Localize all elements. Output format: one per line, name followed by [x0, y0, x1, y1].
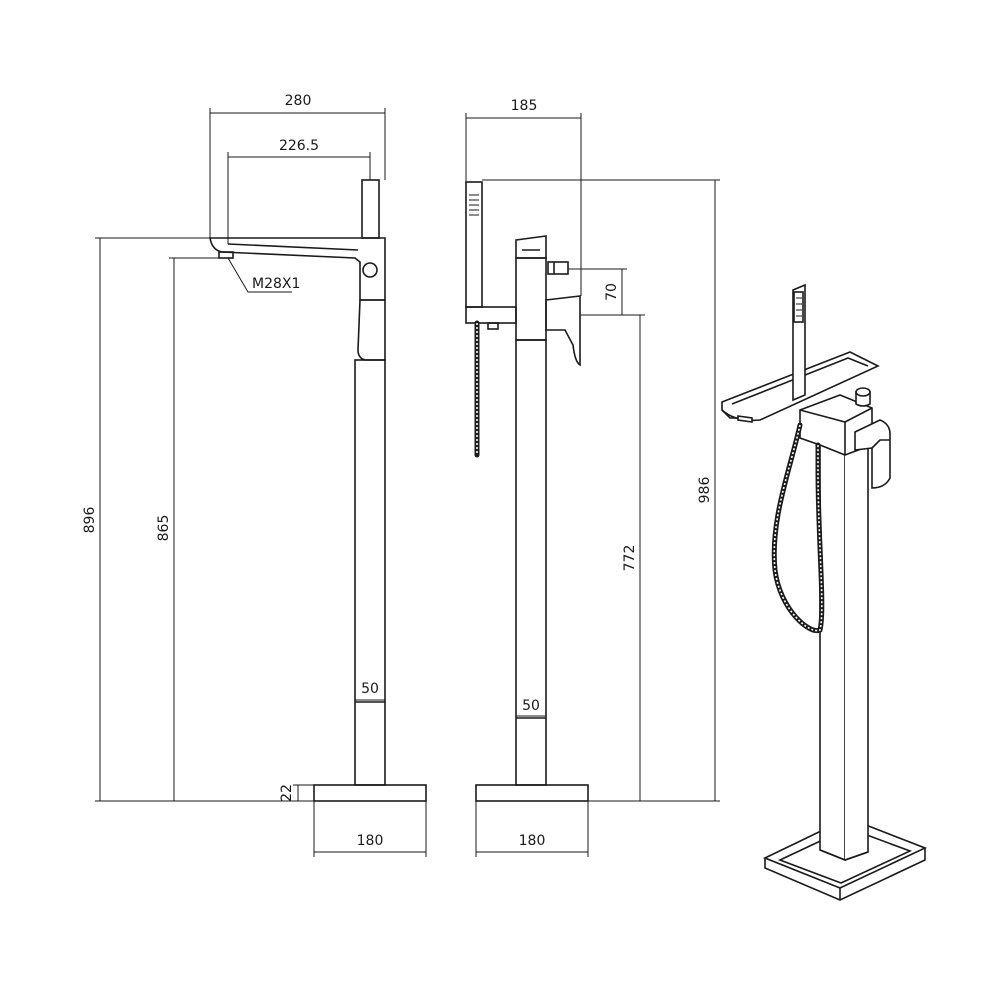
- iso-column: [819, 438, 846, 862]
- dim-side-height-total: 986: [697, 477, 713, 504]
- isometric-view: [721, 283, 928, 901]
- dim-side-handle-offset: 70: [604, 283, 620, 301]
- side-hand-shower: [465, 181, 483, 308]
- dim-front-height-total: 896: [82, 507, 98, 534]
- iso-hose: [771, 422, 825, 634]
- iso-handle: [854, 419, 891, 489]
- dim-front-width-total: 280: [285, 93, 312, 109]
- front-base: [313, 784, 427, 802]
- dim-side-height-handle: 772: [622, 545, 638, 572]
- dim-side-width-total: 185: [511, 98, 538, 114]
- front-pipe: [354, 359, 386, 786]
- front-diverter-knob: [362, 262, 378, 278]
- side-view: 185 70 986 772 50 180: [465, 98, 720, 857]
- iso-hand-shower: [792, 283, 806, 402]
- side-diverter: [547, 261, 569, 275]
- thread-spec: M28X1: [252, 276, 300, 292]
- shower-nozzle-grid: [469, 194, 479, 216]
- dim-front-width-spout: 226.5: [279, 138, 319, 154]
- front-view: 280 226.5 M28X1 896 865 50 22 180: [82, 93, 427, 857]
- front-hand-shower: [361, 179, 380, 239]
- dim-front-height-spout: 865: [156, 515, 172, 542]
- dim-side-base-width: 180: [519, 833, 546, 849]
- dim-front-base-height: 22: [279, 784, 295, 802]
- dim-front-base-width: 180: [357, 833, 384, 849]
- side-base: [475, 784, 589, 802]
- side-spout: [515, 235, 547, 259]
- side-handle: [545, 295, 581, 367]
- front-handle: [357, 299, 386, 361]
- dim-side-pipe-width: 50: [522, 698, 540, 714]
- dim-front-pipe-width: 50: [361, 681, 379, 697]
